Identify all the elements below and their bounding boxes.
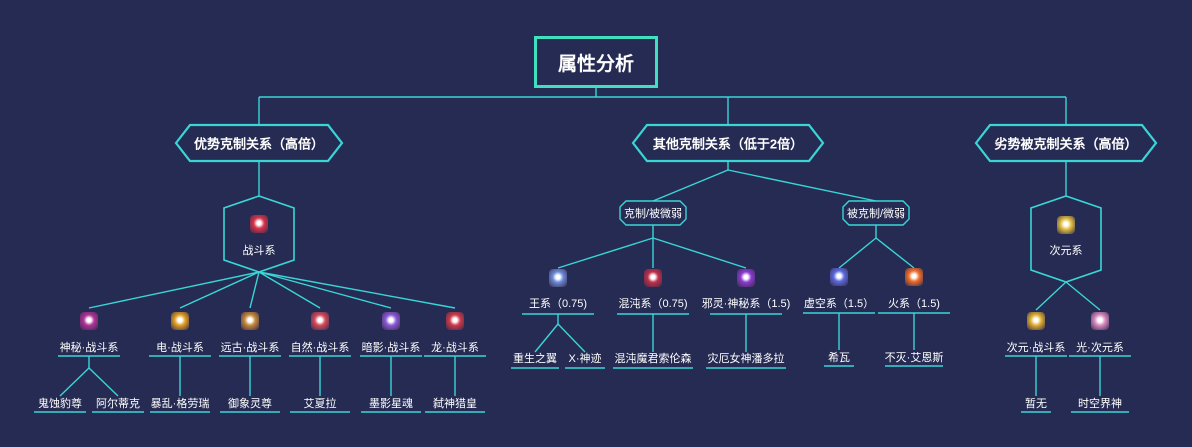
king-element-icon (549, 269, 567, 287)
leaf-connector (875, 237, 915, 269)
leaf-connector (1035, 281, 1067, 311)
group-hexagon-1 (842, 200, 910, 226)
child-label: 艾夏拉 (303, 398, 337, 410)
light-dimension-icon (1091, 312, 1109, 330)
group-connector-1 (727, 169, 877, 202)
hub-label-fighting: 战斗系 (242, 245, 276, 257)
leaf-connector (838, 237, 877, 269)
child-label: 暂无 (1025, 398, 1047, 410)
shadow-fighting-icon (382, 312, 400, 330)
category-hexagon-1 (631, 123, 825, 163)
fighting-element-icon (250, 215, 268, 233)
leaf-connector (652, 237, 747, 269)
child-label: 暴乱·格劳瑞 (150, 398, 210, 410)
child-label: 弑神猎皇 (433, 398, 477, 410)
leaf-label: 光·次元系 (1076, 342, 1124, 354)
group-hexagon-0 (619, 200, 687, 226)
child-label: 阿尔蒂克 (96, 398, 140, 410)
child-label: 希瓦 (828, 352, 850, 364)
group-label-1: 被克制/微弱 (846, 208, 906, 220)
evil-mystic-element-icon (737, 269, 755, 287)
category-hexagon-0 (174, 123, 344, 163)
child-label: 灾厄女神潘多拉 (707, 353, 785, 365)
child-label: 不灭·艾恩斯 (884, 352, 944, 364)
category-label-2: 劣势被克制关系（高倍） (994, 136, 1138, 152)
leaf-label: 王系（0.75) (528, 298, 588, 310)
leaf-connector-2 (249, 271, 260, 309)
leaf-connector (1065, 281, 1101, 311)
leaf-label: 虚空系（1.5） (803, 298, 875, 310)
category-label-1: 其他克制关系（低于2倍） (652, 136, 804, 152)
leaf-label-2: 远古·战斗系 (220, 342, 280, 354)
leaf-connector-0 (88, 271, 260, 309)
leaf-label-0: 神秘·战斗系 (59, 342, 119, 354)
leaf-connector-3 (258, 271, 321, 309)
leaf-connector-4 (258, 271, 392, 309)
leaf-connector-5 (258, 271, 456, 309)
leaf-label: 邪灵·神秘系（1.5) (701, 298, 791, 310)
leaf-connector-1 (179, 271, 260, 309)
void-element-icon (830, 268, 848, 286)
category-hexagon-2 (974, 123, 1158, 163)
electric-fighting-icon (171, 312, 189, 330)
group-connector-0 (652, 169, 729, 202)
leaf-label: 混沌系（0.75) (618, 298, 688, 310)
child-connector (88, 367, 119, 397)
group-label-0: 克制/被微弱 (623, 208, 683, 220)
child-label: 重生之翼 (513, 353, 557, 365)
chaos-element-icon (644, 269, 662, 287)
leaf-label-1: 电·战斗系 (156, 342, 204, 354)
mystic-fighting-icon (80, 312, 98, 330)
dimension-fighting-icon (1027, 312, 1045, 330)
child-label: 鬼蚀豹尊 (38, 398, 82, 410)
leaf-label: 火系（1.5) (888, 298, 940, 310)
leaf-label: 次元·战斗系 (1006, 342, 1066, 354)
leaf-label-5: 龙·战斗系 (431, 342, 479, 354)
leaf-label-3: 自然·战斗系 (290, 342, 350, 354)
child-label: X·神迹 (568, 353, 602, 365)
leaf-connector (557, 237, 654, 269)
dragon-fighting-icon (446, 312, 464, 330)
category-label-0: 优势克制关系（高倍） (193, 136, 325, 152)
ancient-fighting-icon (241, 312, 259, 330)
leaf-label-4: 暗影·战斗系 (361, 342, 421, 354)
child-connector (534, 323, 559, 353)
child-connector (557, 323, 586, 353)
nature-fighting-icon (311, 312, 329, 330)
child-label: 时空界神 (1078, 398, 1122, 410)
page-title: 属性分析 (534, 36, 658, 88)
child-label: 墨影星魂 (369, 398, 413, 410)
hub-label-dimension: 次元系 (1049, 245, 1083, 257)
child-label: 混沌魔君索伦森 (614, 353, 692, 365)
title-text: 属性分析 (557, 53, 634, 75)
dimension-element-icon (1057, 216, 1075, 234)
child-connector (59, 367, 90, 397)
fire-element-icon (905, 268, 923, 286)
child-label: 御象灵尊 (228, 398, 272, 410)
